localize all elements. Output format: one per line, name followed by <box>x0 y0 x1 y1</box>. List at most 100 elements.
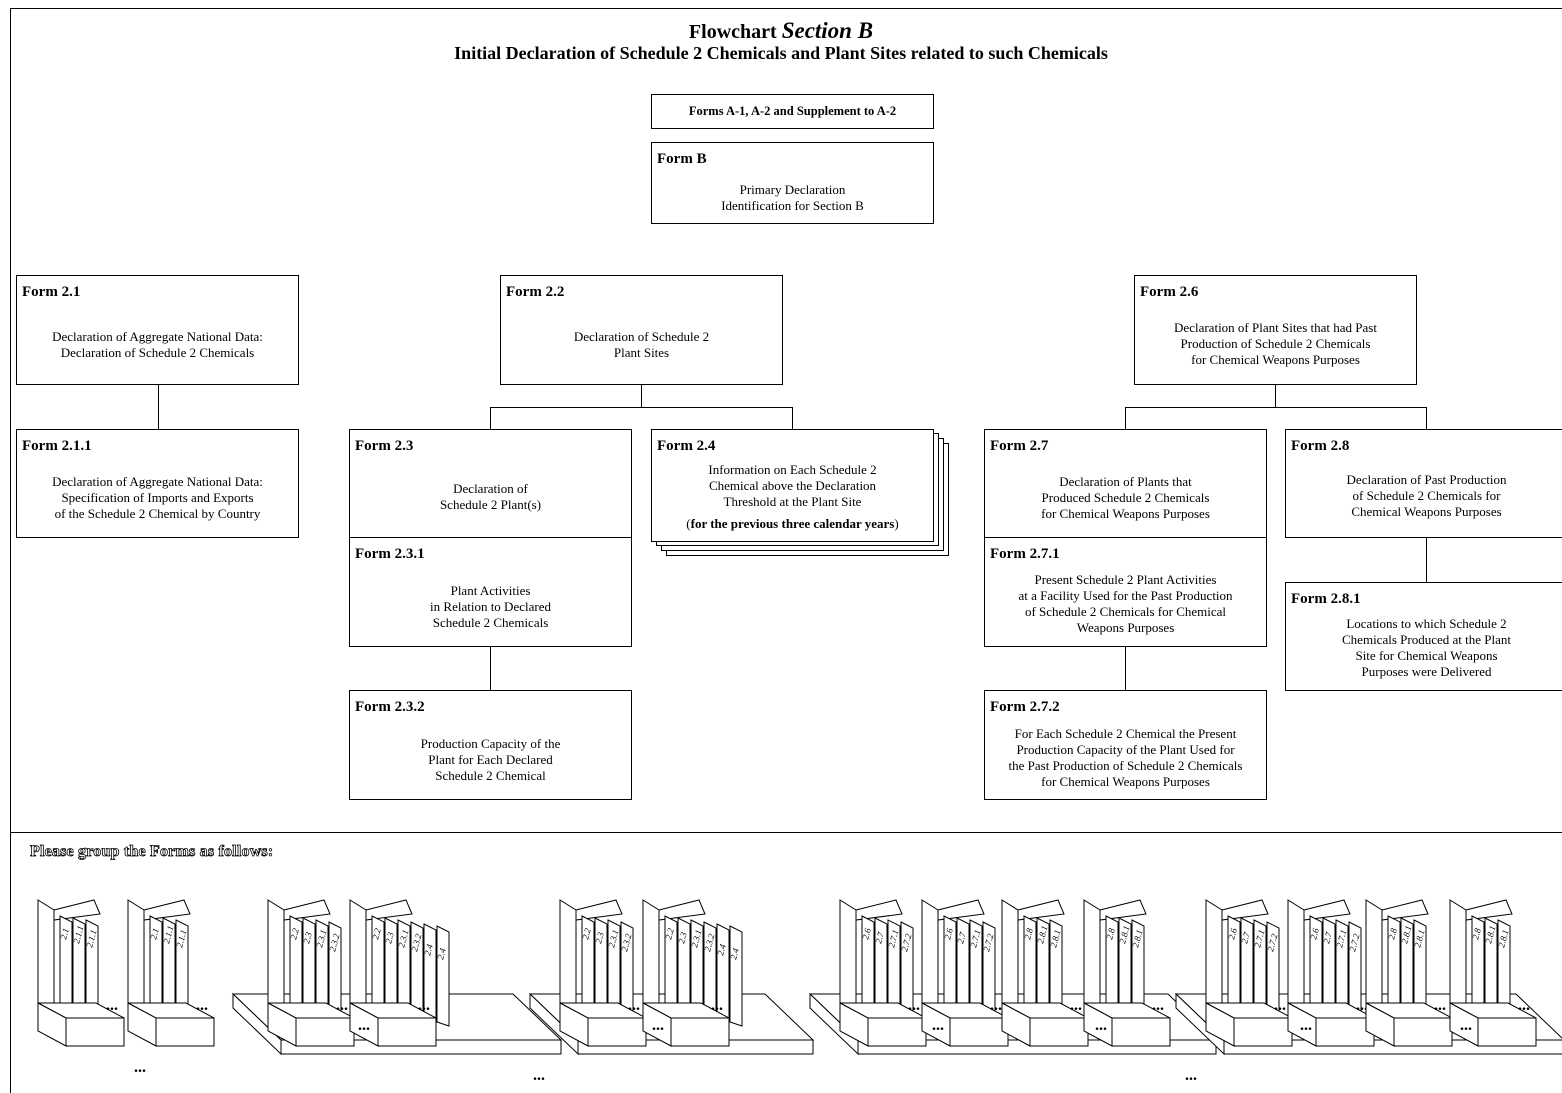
folder-base-side <box>267 1002 297 1047</box>
folder-base-front <box>949 1017 1009 1047</box>
tray-side <box>232 992 282 1056</box>
form-description: Plant Activities in Relation to Declared… <box>430 583 551 630</box>
file-divider-tab-label: 2.7.2 <box>1265 932 1279 952</box>
folder-base-side <box>642 1002 672 1047</box>
folder-base-front <box>377 1017 437 1047</box>
form-label: Form 2.3.1 <box>355 546 425 562</box>
folder-base-side <box>1001 1002 1031 1047</box>
connector <box>792 407 793 429</box>
ellipsis-marker: ... <box>1152 997 1164 1014</box>
folder-back-panel <box>1365 899 1383 1020</box>
ellipsis-marker: ... <box>1185 1067 1197 1084</box>
form-label: Form 2.2 <box>506 284 565 300</box>
folder-back-panel <box>267 899 285 1020</box>
ellipsis-marker: ... <box>196 997 208 1014</box>
folder-base-side <box>1205 1002 1235 1047</box>
form-label: Form 2.8.1 <box>1291 591 1361 607</box>
file-divider-tab-label: 2.3.2 <box>409 932 423 952</box>
form-label: Form 2.7 <box>990 438 1049 454</box>
connector <box>1426 538 1427 582</box>
folder-tab <box>855 899 903 921</box>
file-divider-tab-label: 2.6 <box>860 927 873 941</box>
file-divider-tab-label: 2.3 <box>593 931 606 945</box>
form-description: Primary Declaration Identification for S… <box>721 182 864 213</box>
file-divider-tab-label: 2.4 <box>422 943 435 957</box>
form-2-1-box: Form 2.1 Declaration of Aggregate Nation… <box>16 275 299 385</box>
ellipsis-marker: ... <box>1356 997 1368 1014</box>
form-description: For Each Schedule 2 Chemical the Present… <box>1008 726 1243 789</box>
file-divider-tab-label: 2.7.1 <box>1252 929 1266 949</box>
connector <box>490 407 491 429</box>
forms-a-header-box: Forms A-1, A-2 and Supplement to A-2 <box>651 94 934 129</box>
folder-base-front <box>1029 1017 1089 1047</box>
note-bold-text: for the previous three calendar years <box>690 516 895 531</box>
folder-base-front <box>670 1017 730 1047</box>
folder-back-panel <box>559 899 577 1020</box>
folder-back-panel <box>349 899 367 1020</box>
file-divider-tab-label: 2.4 <box>715 943 728 957</box>
file-divider-tab-label: 2.2 <box>580 927 593 941</box>
ellipsis-marker: ... <box>1460 1017 1472 1034</box>
frame-top-border <box>10 8 1562 9</box>
file-divider-tab-label: 2.7.2 <box>1347 932 1361 952</box>
file-divider-tab-label: 2.8.1 <box>1412 929 1426 949</box>
form-2-4-box: Form 2.4 Information on Each Schedule 2 … <box>651 429 934 542</box>
folder-tab <box>53 899 101 921</box>
ellipsis-marker: ... <box>134 1059 146 1076</box>
file-divider-tab-label: 2.3.2 <box>702 932 716 952</box>
form-description: Declaration of Schedule 2 Plant Sites <box>573 329 710 360</box>
form-description: Locations to which Schedule 2 Chemicals … <box>1342 616 1511 679</box>
file-divider-tab-label: 2.7.2 <box>899 932 913 952</box>
file-divider-tab-label: 2.2 <box>288 927 301 941</box>
folder-base-front <box>867 1017 927 1047</box>
file-divider-tab-label: 2.7 <box>1239 931 1252 945</box>
form-description: Declaration of Plant Sites that had Past… <box>1174 320 1377 367</box>
folder-back-panel <box>1205 899 1223 1020</box>
folder-tab <box>1465 899 1513 921</box>
connector <box>641 385 642 407</box>
file-divider-tab-label: 2.1.1 <box>84 929 98 949</box>
file-divider-tab-label: 2.2 <box>663 927 676 941</box>
file-divider-tab-label: 2.8 <box>1104 927 1117 941</box>
folder-back-panel <box>1001 899 1019 1020</box>
form-label: Form 2.4 <box>657 438 716 454</box>
folder-tab <box>1381 899 1429 921</box>
form-2-3-1-box: Form 2.3.1 Plant Activities in Relation … <box>349 537 632 647</box>
form-label: Form 2.3 <box>355 438 414 454</box>
form-label: Form 2.1 <box>22 284 81 300</box>
folder-base-front <box>1233 1017 1293 1047</box>
folder-tab <box>283 899 331 921</box>
folder-back-panel <box>1287 899 1305 1020</box>
file-divider-tab-label: 2.6 <box>1308 927 1321 941</box>
frame-left-border <box>10 8 11 1093</box>
file-divider-tab-label: 2.6 <box>942 927 955 941</box>
folder-base-front <box>1393 1017 1453 1047</box>
form-description: Information on Each Schedule 2 Chemical … <box>708 462 877 509</box>
file-divider-tab-label: 2.1 <box>148 927 161 940</box>
form-description: Declaration of Aggregate National Data: … <box>52 329 263 360</box>
form-label: Form 2.7.2 <box>990 699 1060 715</box>
folder-base-side <box>839 1002 869 1047</box>
ellipsis-marker: ... <box>652 1017 664 1034</box>
file-divider-tab-label: 2.8 <box>1386 927 1399 941</box>
title-section: Section B <box>781 18 874 43</box>
form-2-2-box: Form 2.2 Declaration of Schedule 2 Plant… <box>500 275 783 385</box>
note-paren: ) <box>894 516 899 531</box>
connector <box>158 385 159 429</box>
folder-base-side <box>127 1002 157 1047</box>
form-2-1-1-box: Form 2.1.1 Declaration of Aggregate Nati… <box>16 429 299 538</box>
folder-back-panel <box>1449 899 1467 1020</box>
file-divider-tab-label: 2.3.1 <box>689 929 703 949</box>
form-description: Present Schedule 2 Plant Activities at a… <box>1018 572 1233 635</box>
folder-base-side <box>1083 1002 1113 1047</box>
folder-base-side <box>349 1002 379 1047</box>
file-divider-tab-label: 2.7 <box>955 931 968 945</box>
section-divider <box>10 832 1562 833</box>
file-divider-tab-label: 2.8.1 <box>1035 925 1049 945</box>
ellipsis-marker: ... <box>418 997 430 1014</box>
file-divider-tab-label: 2.4 <box>435 947 448 961</box>
file-divider-tab-label: 2.7 <box>873 931 886 945</box>
form-label: Form 2.3.2 <box>355 699 425 715</box>
folder-back-panel <box>642 899 660 1020</box>
